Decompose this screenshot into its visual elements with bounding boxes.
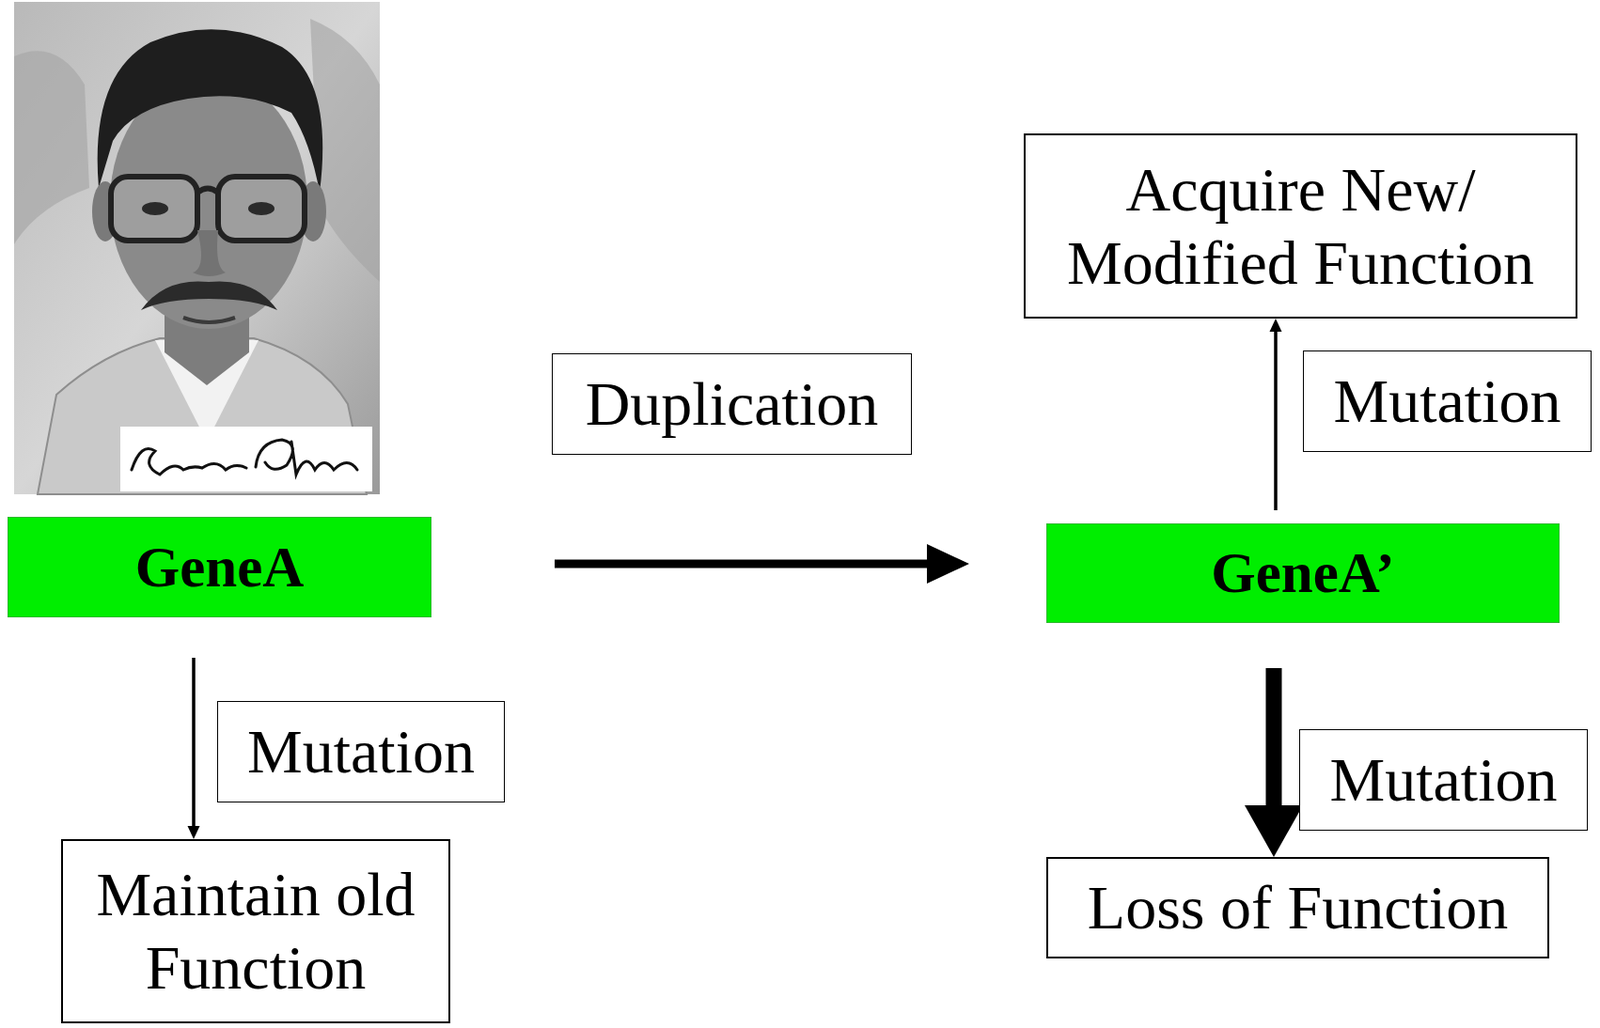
edge-label-box: Duplication xyxy=(551,353,912,455)
gene-name: GeneA xyxy=(135,533,305,602)
arrow-head xyxy=(926,544,970,584)
arrow-shaft xyxy=(554,560,928,569)
outcome-text: Maintain old Function xyxy=(72,858,440,1005)
foliage xyxy=(14,50,90,245)
arrow-connector xyxy=(1270,318,1283,511)
gene-box: GeneA xyxy=(7,517,432,618)
edge-label: Duplication xyxy=(585,367,879,441)
gene-box: GeneA’ xyxy=(1046,523,1560,624)
hair xyxy=(97,29,324,193)
edge-label-box: Mutation xyxy=(217,701,505,803)
outcome-box: Acquire New/ Modified Function xyxy=(1023,133,1578,319)
edge-label-box: Mutation xyxy=(1302,350,1592,453)
arrow-shaft xyxy=(1273,330,1278,511)
signature-card xyxy=(120,426,373,492)
glasses-lens xyxy=(110,176,198,241)
outcome-box: Maintain old Function xyxy=(61,839,451,1024)
outcome-text: Loss of Function xyxy=(1087,871,1508,945)
outcome-text: Acquire New/ Modified Function xyxy=(1035,153,1567,300)
arrow-connector xyxy=(1244,668,1303,858)
arrow-head xyxy=(1244,805,1303,858)
eye xyxy=(141,202,169,216)
arrow-connector xyxy=(554,544,970,584)
photo-background xyxy=(14,1,380,495)
arrow-shaft xyxy=(1266,668,1283,807)
mustache xyxy=(141,281,278,311)
arrow-head xyxy=(188,826,201,840)
edge-label: Mutation xyxy=(1333,364,1562,439)
eye xyxy=(248,202,275,216)
mouth xyxy=(183,317,236,323)
arrow-connector xyxy=(188,658,201,840)
glasses-bridge xyxy=(197,188,219,194)
edge-label: Mutation xyxy=(247,715,475,789)
edge-label-box: Mutation xyxy=(1299,729,1588,832)
gene-name: GeneA’ xyxy=(1210,539,1395,608)
nose xyxy=(192,230,226,277)
arrow-shaft xyxy=(191,658,196,828)
signature-scribble xyxy=(131,439,358,475)
arrow-head xyxy=(1270,318,1283,332)
edge-label: Mutation xyxy=(1330,743,1558,817)
outcome-box: Loss of Function xyxy=(1046,857,1550,959)
glasses-lens xyxy=(218,176,305,241)
